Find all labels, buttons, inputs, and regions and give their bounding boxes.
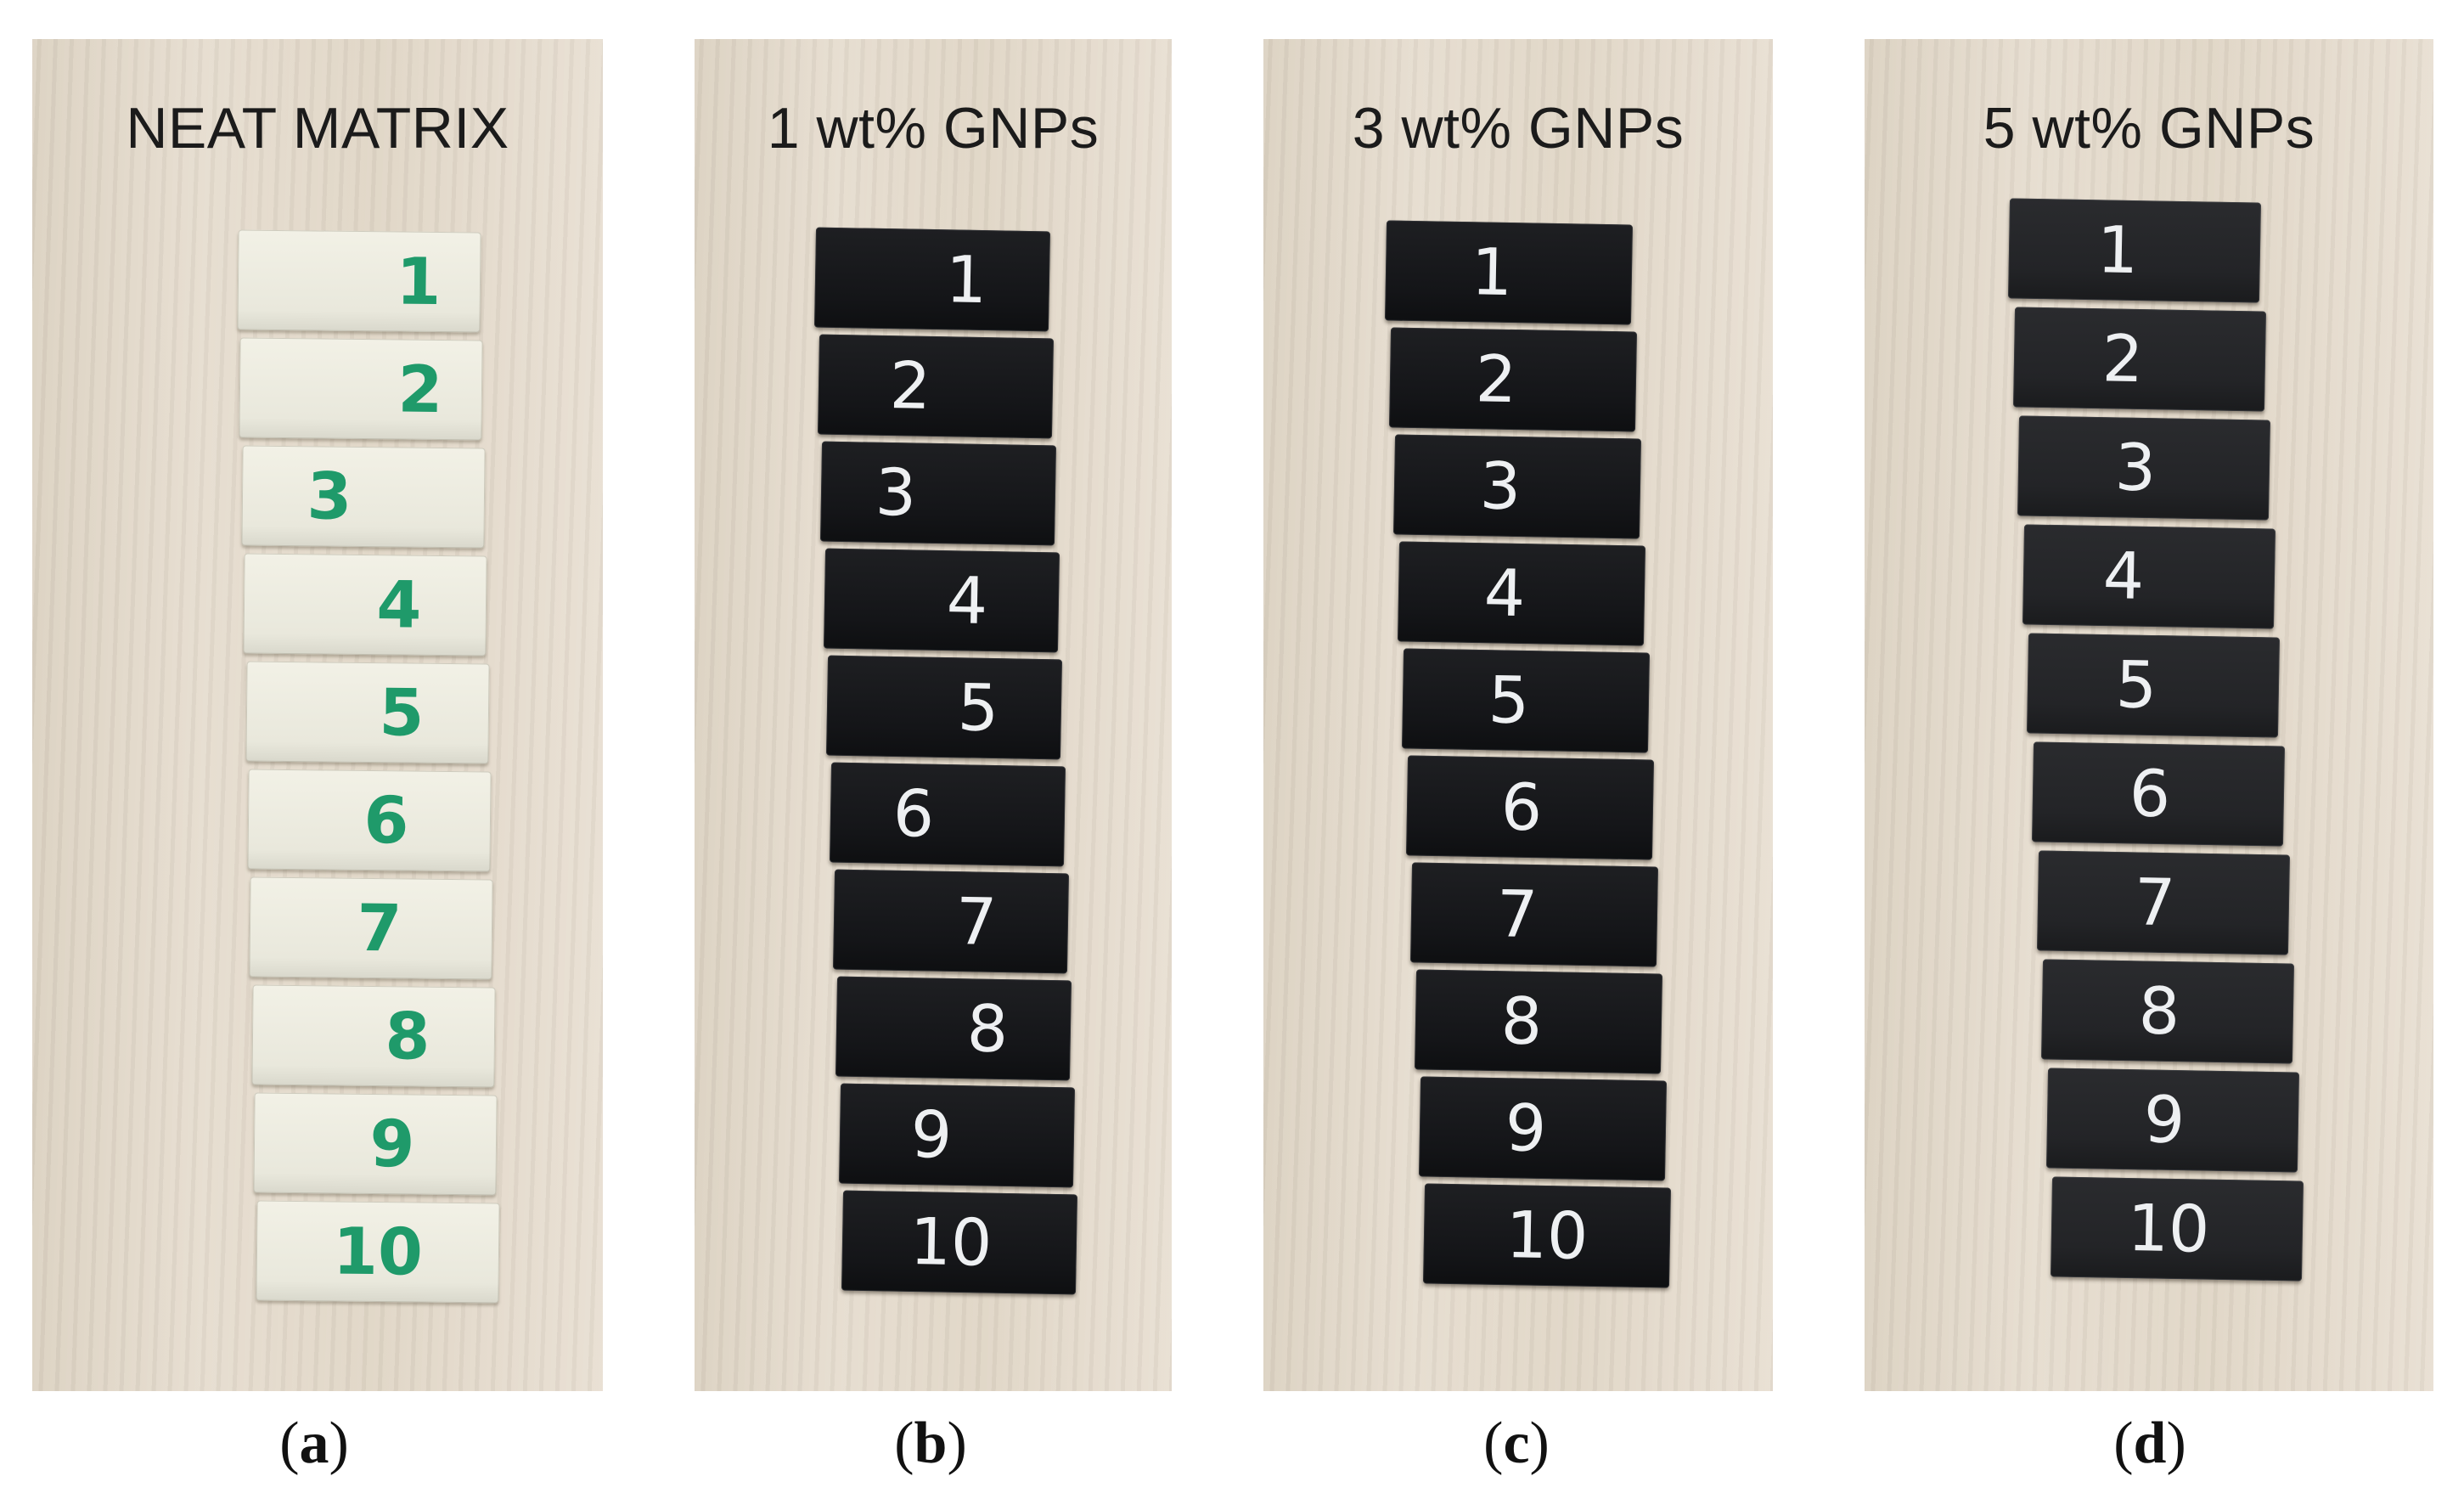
specimen-2: 2	[2012, 307, 2266, 412]
caption-letter: a	[299, 1411, 329, 1476]
specimen-number: 7	[2133, 864, 2176, 941]
specimen-number: 6	[2129, 755, 2171, 832]
specimen-4: 4	[243, 553, 487, 656]
panel-caption: (a)	[279, 1411, 349, 1476]
specimen-number: 8	[1500, 983, 1543, 1060]
specimen-number: 9	[1505, 1090, 1547, 1167]
specimen-4: 4	[1397, 541, 1646, 646]
specimen-number: 1	[945, 241, 987, 318]
specimen-number: 8	[384, 998, 430, 1074]
caption-letter: c	[1503, 1411, 1530, 1476]
specimen-number: 5	[2115, 646, 2158, 724]
specimen-5: 5	[2027, 633, 2281, 738]
specimen-number: 10	[2127, 1189, 2211, 1267]
specimen-7: 7	[249, 876, 494, 980]
specimen-number: 1	[2096, 211, 2139, 289]
specimen-9: 9	[253, 1092, 498, 1196]
specimen-number: 1	[396, 243, 442, 320]
specimen-6: 6	[1405, 755, 1655, 860]
specimen-number: 7	[954, 883, 998, 960]
specimen-number: 3	[1479, 448, 1522, 525]
specimen-6: 6	[2031, 741, 2286, 847]
panel-caption: (d)	[2113, 1411, 2186, 1476]
panel-title: 5 wt% GNPs	[1983, 96, 2315, 161]
specimen-10: 10	[1422, 1183, 1672, 1288]
specimen-number: 8	[966, 990, 1010, 1068]
specimen-8: 8	[1414, 969, 1663, 1074]
specimen-number: 6	[363, 781, 409, 859]
specimen-6: 6	[829, 762, 1066, 867]
specimen-number: 3	[306, 458, 352, 534]
specimen-number: 3	[2114, 429, 2157, 506]
specimen-number: 8	[2138, 972, 2181, 1050]
panel-caption: (b)	[894, 1411, 967, 1476]
specimen-1: 1	[813, 227, 1051, 332]
specimen-5: 5	[245, 661, 490, 764]
specimen-1: 1	[1384, 220, 1634, 325]
photo-panel-d: 5 wt% GNPs 1 2 3 4 5 6 7 8 9 10	[1865, 39, 2433, 1391]
specimen-9: 9	[1418, 1076, 1668, 1181]
specimen-number: 2	[1475, 341, 1517, 418]
specimen-2: 2	[817, 334, 1054, 439]
specimen-4: 4	[2022, 524, 2276, 629]
photo-panel-c: 3 wt% GNPs 1 2 3 4 5 6 7 8 9 10	[1263, 39, 1773, 1391]
specimen-number: 1	[1471, 234, 1513, 311]
specimen-number: 5	[378, 674, 425, 751]
specimen-7: 7	[832, 869, 1069, 974]
specimen-number: 6	[892, 775, 935, 852]
specimen-number: 5	[1488, 662, 1530, 739]
specimen-10: 10	[2051, 1176, 2304, 1282]
specimen-number: 2	[397, 351, 444, 428]
specimen-number: 6	[1500, 769, 1543, 846]
panel-title: NEAT MATRIX	[126, 96, 509, 161]
specimen-2: 2	[239, 337, 484, 441]
specimen-number: 9	[2142, 1081, 2186, 1158]
specimen-4: 4	[823, 548, 1060, 653]
panel-title: 3 wt% GNPs	[1352, 96, 1685, 161]
specimen-3: 3	[1392, 434, 1642, 539]
specimen-5: 5	[1401, 648, 1651, 753]
specimen-8: 8	[251, 984, 496, 1088]
specimen-10: 10	[255, 1200, 500, 1304]
specimen-number: 7	[1496, 876, 1539, 953]
specimen-2: 2	[1388, 327, 1638, 432]
specimen-number: 4	[1483, 555, 1526, 632]
specimen-number: 10	[1505, 1197, 1589, 1274]
specimen-8: 8	[835, 976, 1072, 1081]
specimen-7: 7	[1409, 862, 1659, 967]
specimen-number: 2	[2101, 320, 2144, 397]
specimen-number: 9	[369, 1105, 416, 1182]
specimen-number: 5	[957, 669, 1000, 747]
specimen-7: 7	[2036, 850, 2290, 955]
caption-letter: d	[2133, 1411, 2167, 1476]
specimen-5: 5	[826, 655, 1063, 760]
specimen-9: 9	[838, 1083, 1075, 1188]
specimen-number: 2	[888, 347, 931, 424]
specimen-3: 3	[2017, 415, 2271, 521]
caption-letter: b	[914, 1411, 948, 1476]
specimen-3: 3	[820, 441, 1057, 546]
specimen-9: 9	[2045, 1068, 2299, 1173]
specimen-1: 1	[237, 229, 481, 333]
specimen-number: 7	[357, 889, 403, 966]
specimen-10: 10	[841, 1190, 1078, 1295]
panel-caption: (c)	[1483, 1411, 1550, 1476]
specimen-number: 3	[875, 454, 918, 531]
specimen-number: 4	[945, 562, 988, 639]
specimen-number: 10	[909, 1203, 993, 1281]
specimen-1: 1	[2007, 198, 2262, 303]
specimen-number: 10	[332, 1213, 423, 1290]
specimen-8: 8	[2041, 959, 2295, 1064]
specimen-6: 6	[247, 769, 492, 872]
panel-title: 1 wt% GNPs	[767, 96, 1100, 161]
specimen-number: 4	[376, 566, 423, 643]
specimen-3: 3	[241, 445, 486, 549]
specimen-number: 4	[2101, 538, 2145, 614]
specimen-number: 9	[909, 1096, 953, 1173]
